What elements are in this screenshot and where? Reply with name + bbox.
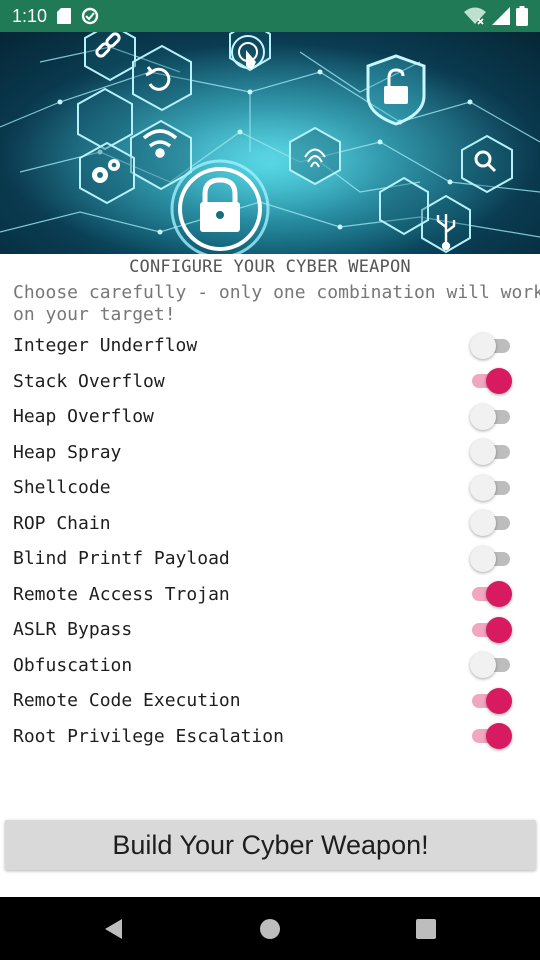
subtitle-line-1: Choose carefully - only one combination …: [13, 282, 540, 303]
option-label: ASLR Bypass: [13, 619, 133, 641]
wifi-icon-banner: [142, 129, 178, 158]
option-rop-chain: ROP Chain: [0, 506, 540, 542]
usb-icon: [436, 214, 456, 251]
toggle-switch[interactable]: [470, 579, 514, 609]
switch-thumb: [486, 723, 512, 750]
option-label: Integer Underflow: [13, 335, 198, 357]
option-root-privilege-escalation: Root Privilege Escalation: [0, 719, 540, 755]
battery-icon: [516, 6, 528, 26]
wifi-icon: [464, 7, 486, 25]
toggle-switch[interactable]: [470, 402, 514, 432]
option-label: Shellcode: [13, 477, 111, 499]
toggle-switch[interactable]: [470, 508, 514, 538]
switch-thumb: [486, 687, 512, 714]
switch-thumb: [470, 332, 496, 359]
option-remote-code-execution: Remote Code Execution: [0, 683, 540, 719]
option-label: Obfuscation: [13, 654, 133, 676]
option-heap-overflow: Heap Overflow: [0, 399, 540, 435]
search-icon: [474, 150, 497, 173]
data-saver-icon: [81, 7, 99, 25]
option-label: Remote Code Execution: [13, 690, 241, 712]
option-heap-spray: Heap Spray: [0, 435, 540, 471]
navigation-bar: [0, 897, 540, 960]
option-label: Remote Access Trojan: [13, 583, 230, 605]
build-weapon-button[interactable]: Build Your Cyber Weapon!: [5, 820, 536, 870]
fingerprint-icon: [304, 148, 326, 168]
option-obfuscation: Obfuscation: [0, 648, 540, 684]
banner-image: [0, 32, 540, 254]
option-label: Heap Spray: [13, 441, 122, 463]
toggle-switch[interactable]: [470, 544, 514, 574]
toggle-switch[interactable]: [470, 473, 514, 503]
touch-icon: [231, 35, 265, 70]
option-shellcode: Shellcode: [0, 470, 540, 506]
status-bar: 1:10: [0, 0, 540, 32]
subtitle: Choose carefully - only one combination …: [13, 282, 540, 326]
toggle-switch[interactable]: [470, 437, 514, 467]
option-integer-underflow: Integer Underflow: [0, 328, 540, 364]
back-icon[interactable]: [102, 917, 126, 941]
option-remote-access-trojan: Remote Access Trojan: [0, 577, 540, 613]
page-title: CONFIGURE YOUR CYBER WEAPON: [129, 257, 411, 277]
home-icon[interactable]: [258, 917, 282, 941]
switch-thumb: [470, 652, 496, 679]
toggle-switch[interactable]: [470, 650, 514, 680]
status-time: 1:10: [12, 5, 48, 26]
sd-card-icon: [57, 8, 72, 24]
switch-thumb: [470, 510, 496, 537]
switch-thumb: [470, 545, 496, 572]
link-icon: [95, 32, 121, 58]
padlock-icon: [170, 159, 270, 254]
unlock-shield-icon: [366, 54, 426, 126]
option-aslr-bypass: ASLR Bypass: [0, 612, 540, 648]
signal-icon: [492, 7, 510, 25]
option-label: Root Privilege Escalation: [13, 725, 284, 747]
switch-thumb: [486, 368, 512, 395]
toggle-switch[interactable]: [470, 615, 514, 645]
switch-thumb: [470, 439, 496, 466]
recents-icon[interactable]: [414, 917, 438, 941]
toggle-switch[interactable]: [470, 366, 514, 396]
option-label: Stack Overflow: [13, 370, 165, 392]
option-label: Heap Overflow: [13, 406, 154, 428]
toggle-switch[interactable]: [470, 686, 514, 716]
option-list: Integer Underflow Stack Overflow Heap Ov…: [0, 328, 540, 754]
switch-thumb: [470, 474, 496, 501]
switch-thumb: [486, 616, 512, 643]
switch-thumb: [470, 403, 496, 430]
option-label: ROP Chain: [13, 512, 111, 534]
subtitle-line-2: on your target!: [13, 304, 176, 325]
toggle-switch[interactable]: [470, 331, 514, 361]
option-label: Blind Printf Payload: [13, 548, 230, 570]
switch-thumb: [486, 581, 512, 608]
option-stack-overflow: Stack Overflow: [0, 364, 540, 400]
gears-icon: [92, 159, 120, 183]
refresh-icon: [145, 66, 171, 91]
option-blind-printf-payload: Blind Printf Payload: [0, 541, 540, 577]
toggle-switch[interactable]: [470, 721, 514, 751]
